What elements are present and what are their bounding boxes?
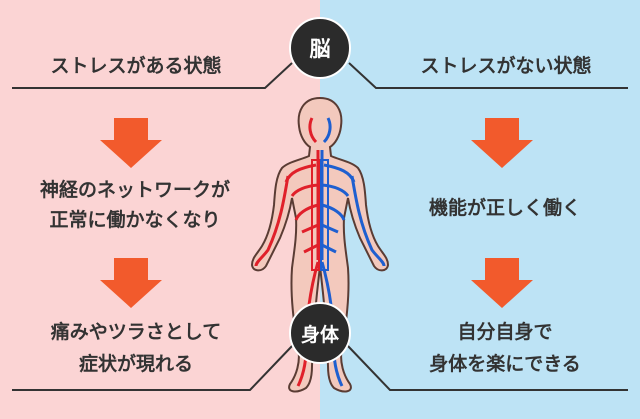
body-label: 身体 bbox=[300, 323, 339, 346]
nerve-network-red bbox=[254, 117, 320, 387]
brain-label-badge: 脳 bbox=[289, 17, 351, 79]
left-step3-line1: 痛みやツラさとして bbox=[50, 321, 222, 343]
body-label-badge: 身体 bbox=[289, 302, 351, 364]
stress-panel bbox=[0, 0, 320, 419]
right-heading: ストレスがない状態 bbox=[420, 55, 592, 77]
nerve-network-blue bbox=[320, 117, 386, 387]
no-stress-panel bbox=[320, 0, 640, 419]
right-step3-line1: 自分自身で bbox=[457, 321, 553, 343]
left-heading: ストレスがある状態 bbox=[50, 55, 222, 77]
right-step3-line2: 身体を楽にできる bbox=[429, 353, 581, 375]
left-step2-line2: 正常に働かなくなり bbox=[49, 209, 221, 231]
down-arrow-icon bbox=[471, 118, 533, 168]
right-step2: 機能が正しく働く bbox=[428, 197, 581, 219]
down-arrow-icon bbox=[471, 258, 533, 308]
down-arrow-icon bbox=[100, 118, 162, 168]
brain-label: 脳 bbox=[309, 37, 331, 61]
left-step2-line1: 神経のネットワークが bbox=[39, 179, 230, 201]
left-step3-line2: 症状が現れる bbox=[78, 353, 193, 375]
down-arrow-icon bbox=[100, 258, 162, 308]
